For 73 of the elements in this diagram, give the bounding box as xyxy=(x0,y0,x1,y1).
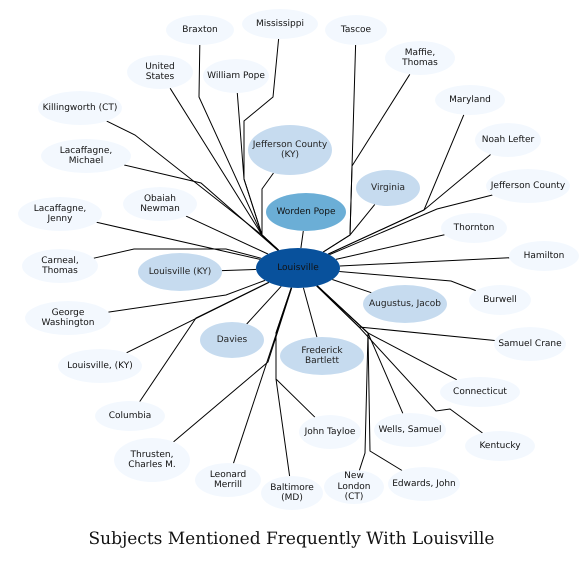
topic-label: John Tayloe xyxy=(303,426,356,438)
chart-title: Subjects Mentioned Frequently With Louisville xyxy=(88,529,494,549)
topic-label: Columbia xyxy=(108,410,152,422)
connector-line xyxy=(96,222,261,260)
topic-label: Thornton xyxy=(452,222,496,234)
topic-label: Maryland xyxy=(448,94,492,106)
connector-line xyxy=(262,172,280,251)
topic-label: Noah Lefter xyxy=(480,134,536,146)
connector-line xyxy=(108,280,266,313)
topic-label: Lacaffagne, Michael xyxy=(58,146,114,166)
connector-line xyxy=(335,234,445,260)
topic-label: Davies xyxy=(216,334,248,346)
connector-line xyxy=(233,287,292,464)
topic-ellipse xyxy=(261,476,323,510)
topic-label: Augustus, Jacob xyxy=(368,298,442,310)
topic-ellipse xyxy=(195,463,261,497)
topic-label: Samuel Crane xyxy=(497,338,563,350)
topic-label: Worden Pope xyxy=(275,206,337,218)
topic-ellipse xyxy=(203,59,269,93)
topic-ellipse xyxy=(22,249,98,283)
topic-ellipse xyxy=(469,285,531,315)
topic-ellipse xyxy=(324,470,384,504)
connector-line xyxy=(339,257,510,266)
topic-label: Lacaffagne, Jenny xyxy=(32,204,88,224)
topic-ellipse xyxy=(280,337,364,375)
connector-line xyxy=(246,286,282,324)
connector-line xyxy=(316,285,483,434)
connector-line xyxy=(338,271,476,292)
topic-ellipse xyxy=(256,248,340,288)
topic-label: Connecticut xyxy=(452,386,508,398)
topic-label: Louisville xyxy=(276,262,320,274)
connector-line xyxy=(328,154,492,255)
topic-label: Kentucky xyxy=(478,440,522,452)
connector-line xyxy=(322,204,376,252)
topic-label: Edwards, John xyxy=(391,478,457,490)
connector-line xyxy=(302,287,318,338)
connector-line xyxy=(139,282,270,402)
connector-line xyxy=(328,194,493,256)
connector-line xyxy=(173,287,292,442)
connector-line xyxy=(93,248,262,259)
connector-line xyxy=(276,287,316,418)
connector-line xyxy=(332,279,372,294)
topic-label: Wells, Samuel xyxy=(377,424,443,436)
topic-label: Mississippi xyxy=(255,18,305,30)
connector-line xyxy=(126,282,270,354)
topic-label: Louisville, (KY) xyxy=(66,360,134,372)
topic-label: Frederick Bartlett xyxy=(300,346,344,366)
topic-label: Jefferson County xyxy=(489,180,566,192)
topic-label: Thrusten, Charles M. xyxy=(127,450,177,470)
topic-label: Louisville (KY) xyxy=(148,266,212,278)
topic-label: New London (CT) xyxy=(336,471,372,503)
connector-line xyxy=(221,268,257,272)
topic-label: Tascoe xyxy=(340,24,372,36)
topic-label: Baltimore (MD) xyxy=(269,482,315,504)
topic-label: Burwell xyxy=(482,294,518,306)
topic-label: United States xyxy=(144,62,176,82)
connector-line xyxy=(186,216,268,254)
connector-line xyxy=(316,285,368,471)
topic-label: Braxton xyxy=(181,24,219,36)
topic-label: Virginia xyxy=(370,182,406,194)
topic-label: George Washington xyxy=(40,308,96,328)
topic-label: Killingworth (CT) xyxy=(42,102,118,114)
connector-line xyxy=(300,230,304,248)
topic-label: Obaiah Newman xyxy=(139,194,181,214)
topic-label: William Pope xyxy=(206,70,266,82)
topic-label: Carneal, Thomas xyxy=(40,256,80,276)
connector-line xyxy=(124,164,278,251)
topic-label: Maffie, Thomas xyxy=(401,48,439,68)
topic-ellipse xyxy=(441,213,507,243)
topic-label: Jefferson County (KY) xyxy=(251,140,328,160)
topic-label: Leonard Merrill xyxy=(208,470,248,490)
topic-ellipse xyxy=(363,285,447,323)
topic-label: Hamilton xyxy=(522,250,566,262)
